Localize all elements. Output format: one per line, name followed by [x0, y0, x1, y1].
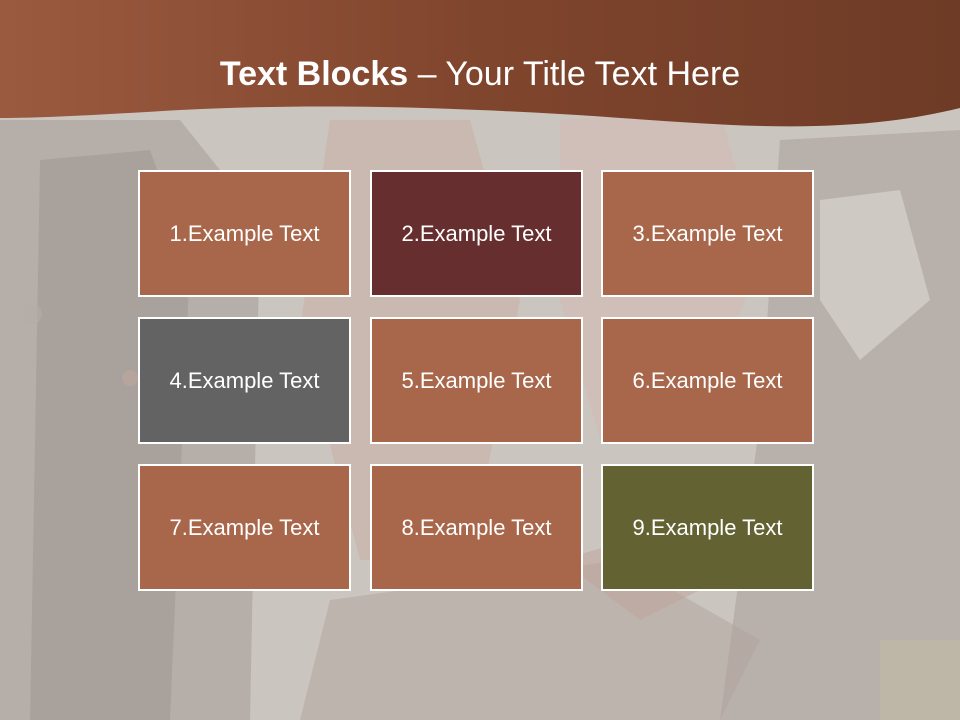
text-block-2: 2.Example Text: [370, 170, 583, 297]
text-block-3: 3.Example Text: [601, 170, 814, 297]
title-rest-text: – Your Title Text Here: [408, 55, 741, 93]
header-band: [0, 0, 960, 127]
text-block-6: 6.Example Text: [601, 317, 814, 444]
text-block-5: 5.Example Text: [370, 317, 583, 444]
title-bold-text: Text Blocks: [219, 55, 409, 93]
text-block-8: 8.Example Text: [370, 464, 583, 591]
text-block-1: 1.Example Text: [138, 170, 351, 297]
text-block-7: 7.Example Text: [138, 464, 351, 591]
text-block-4: 4.Example Text: [138, 317, 351, 444]
slide-title: Text Blocks – Your Title Text Here: [0, 52, 960, 96]
text-block-9: 9.Example Text: [601, 464, 814, 591]
text-block-grid: 1.Example Text 2.Example Text 3.Example …: [138, 170, 814, 594]
